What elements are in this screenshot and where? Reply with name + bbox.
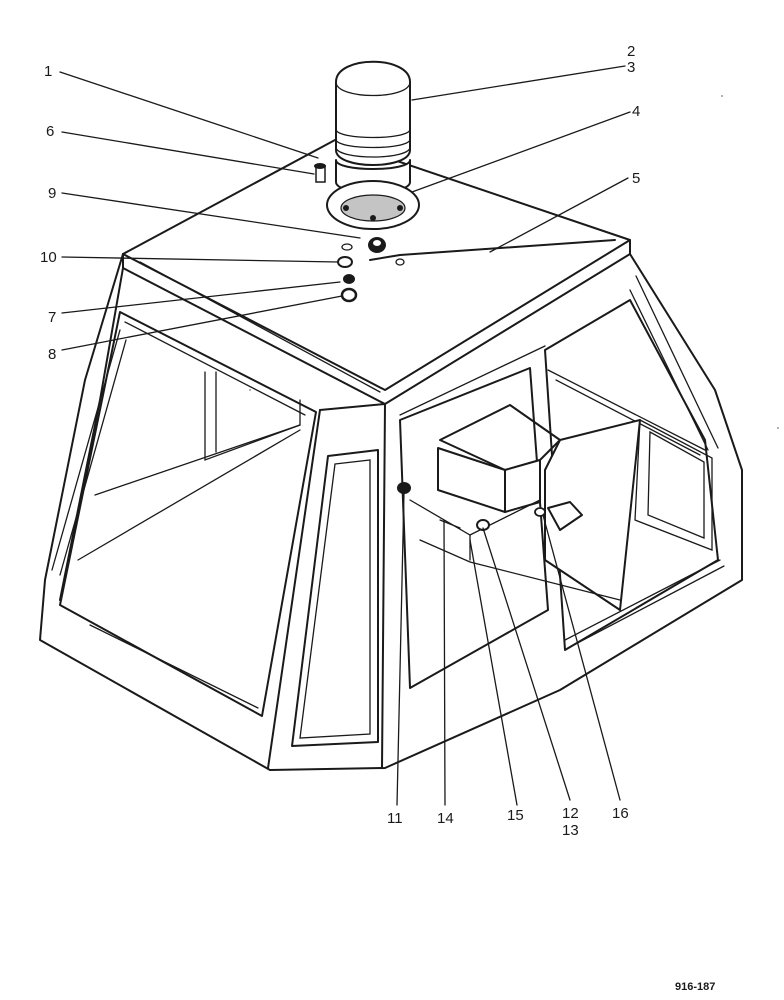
switch-hardware	[397, 482, 583, 531]
callout-12: 12	[562, 805, 579, 822]
callout-8: 8	[48, 346, 56, 363]
callout-9: 9	[48, 185, 56, 202]
callouts: 1 2 3 4 5 6 7 8 9 10 11 12 13 14 15 16	[40, 43, 640, 839]
scan-specks	[249, 95, 779, 429]
cab-frame	[39, 253, 743, 771]
figure-reference: 916-187	[675, 981, 715, 993]
callout-14: 14	[437, 810, 454, 827]
callout-11: 11	[387, 810, 403, 827]
callout-15: 15	[507, 807, 524, 824]
beacon-base-gasket	[326, 180, 420, 230]
callout-6: 6	[46, 123, 54, 140]
callout-13: 13	[562, 822, 579, 839]
callout-1: 1	[44, 63, 52, 80]
beacon-wire	[369, 239, 616, 261]
callout-16: 16	[612, 805, 629, 822]
leader-lines	[59, 65, 631, 806]
callout-10: 10	[40, 249, 57, 266]
callout-7: 7	[48, 309, 56, 326]
dash-console	[409, 404, 641, 611]
mounting-bolt	[314, 163, 326, 183]
grommet	[368, 237, 386, 253]
hardware-washers	[337, 243, 405, 303]
callout-3: 3	[627, 59, 635, 76]
callout-2: 2	[627, 43, 635, 60]
callout-4: 4	[632, 103, 640, 120]
callout-5: 5	[632, 170, 640, 187]
beacon-light	[335, 60, 411, 194]
